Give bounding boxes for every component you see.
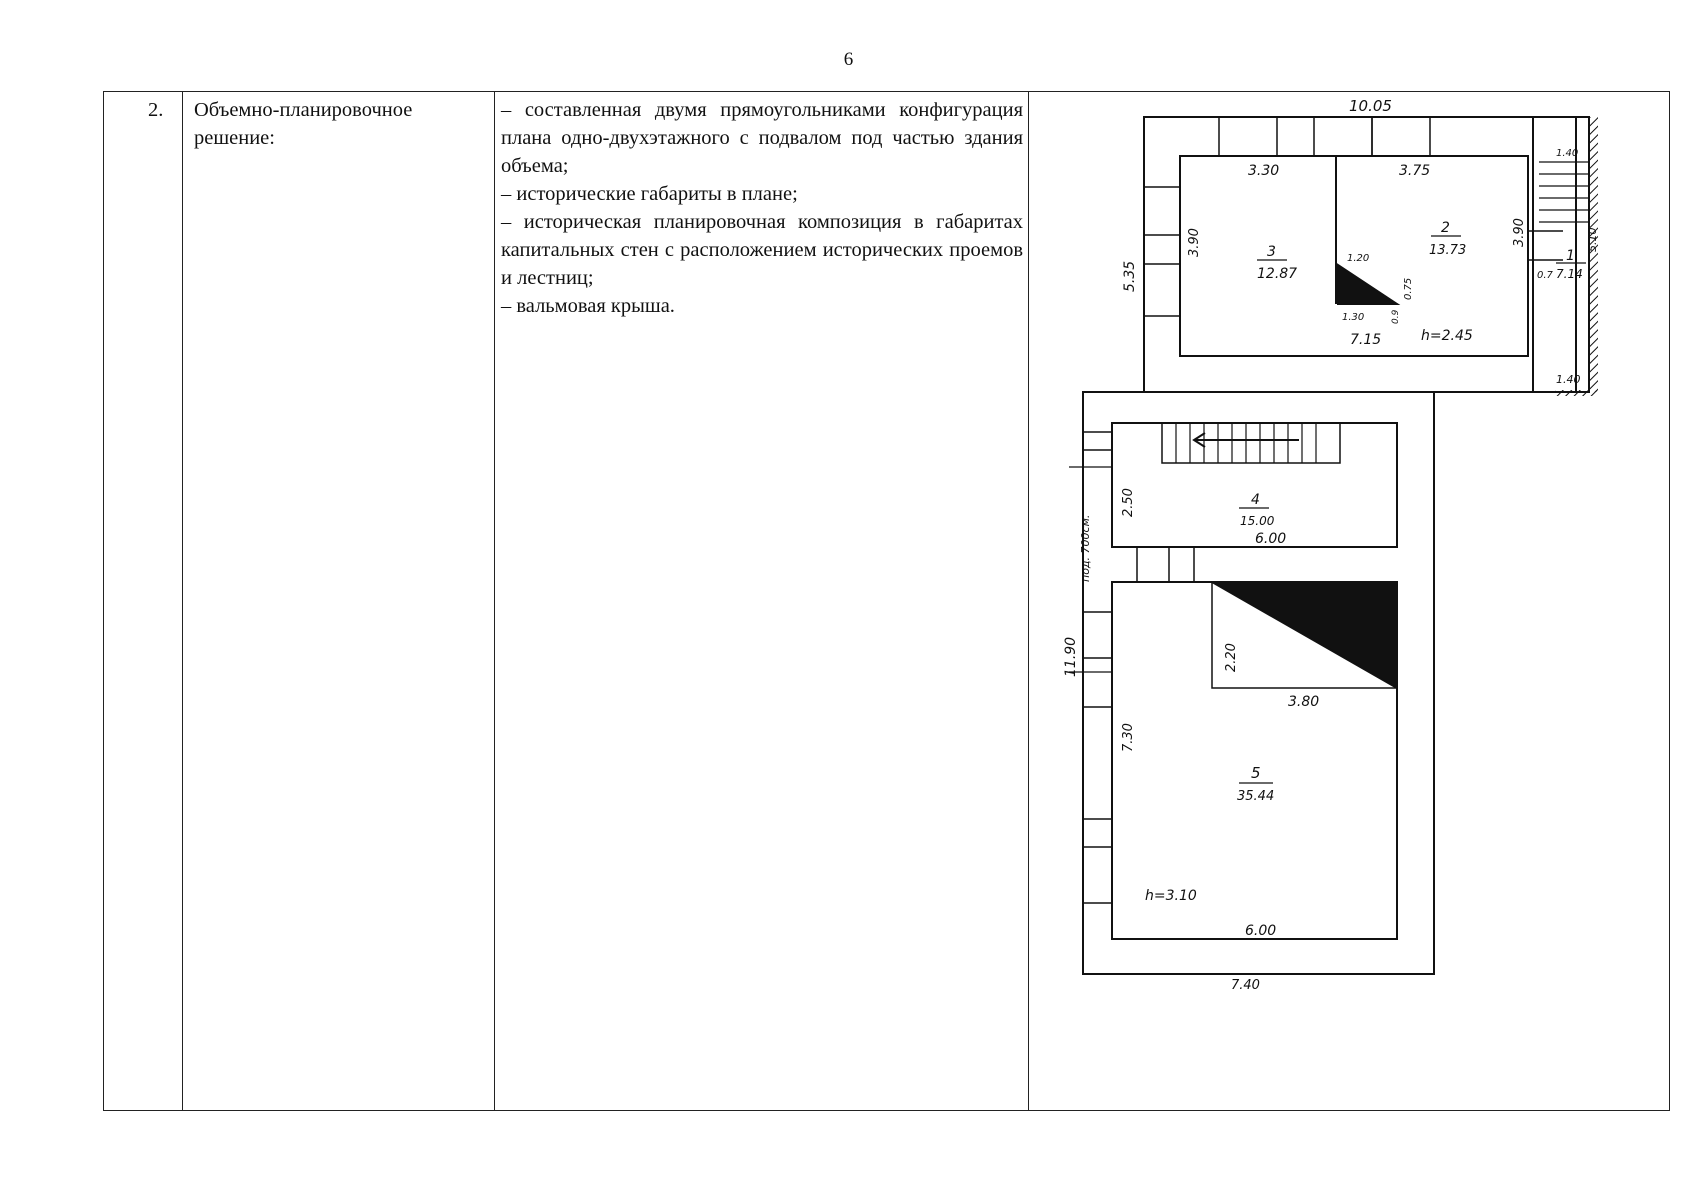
room-1-number: 1: [1566, 248, 1575, 264]
niche-height: 0.75: [1403, 278, 1414, 300]
hatch-right: [1589, 117, 1598, 392]
column-divider: [494, 92, 495, 1110]
floor-plan-cell: 10.05 3.30 3.75 5.35 3.90 3.90 5.10 3 12…: [1029, 92, 1669, 1110]
window: [1143, 263, 1181, 317]
window: [1082, 611, 1113, 659]
page-number: 6: [843, 49, 854, 70]
inner-left-height: 3.90: [1187, 228, 1202, 257]
stair-bottom-dim: 1.40: [1556, 373, 1581, 386]
room-5-height: 7.30: [1121, 723, 1136, 752]
description-item: – составленная двумя прямоугольниками ко…: [501, 99, 1023, 177]
room-5-area: 35.44: [1237, 789, 1274, 804]
stair-flight: [1161, 422, 1341, 464]
room-3-area: 12.87: [1257, 266, 1297, 282]
lower-overall-width: 7.40: [1231, 978, 1260, 993]
niche-bottom: 1.30: [1342, 312, 1364, 323]
window: [1218, 116, 1278, 157]
column-divider: [1028, 92, 1029, 1110]
room-4-area: 15.00: [1240, 514, 1275, 528]
upper-block: 10.05 3.30 3.75 5.35 3.90 3.90 5.10 3 12…: [1122, 97, 1599, 396]
niche-width: 1.20: [1347, 253, 1369, 264]
row-number: 2.: [148, 99, 164, 121]
niche-width-lower: 3.80: [1288, 694, 1319, 710]
window: [1371, 116, 1431, 157]
niche-fill-lower: [1208, 581, 1398, 690]
window: [1143, 186, 1181, 236]
lower-block: 2.50 4 15.00 6.00 под. 700см. 11.90 2.20…: [1063, 391, 1435, 993]
description-item: – историческая планировочная композиция …: [501, 211, 1023, 289]
stair-treads-lower: [1175, 423, 1317, 463]
stair-top-dim: 1.40: [1556, 148, 1578, 159]
window: [1082, 431, 1113, 451]
lower-overall-height: 11.90: [1063, 637, 1079, 677]
room-4-number: 4: [1251, 492, 1260, 508]
window: [1082, 846, 1113, 904]
room-3-width: 3.30: [1248, 163, 1279, 179]
window: [1313, 116, 1373, 157]
description-item: – вальмовая крыша.: [501, 295, 675, 317]
room-4-height: 2.50: [1121, 488, 1136, 517]
upper-right-height: 5.10: [1586, 228, 1599, 253]
niche-height-lower: 2.20: [1224, 643, 1239, 672]
room-2-number: 2: [1441, 220, 1450, 236]
column-divider: [182, 92, 183, 1110]
requirements-table: 2. Объемно-планировочное решение: – сост…: [103, 91, 1670, 1111]
floor-plan-drawing: 10.05 3.30 3.75 5.35 3.90 3.90 5.10 3 12…: [1063, 97, 1599, 993]
room-5-number: 5: [1251, 764, 1261, 782]
niche-small: 0.9: [1391, 309, 1401, 324]
room-2-area: 13.73: [1429, 243, 1466, 258]
window: [1082, 706, 1113, 820]
upper-inner-bottom: 7.15: [1350, 332, 1381, 348]
description-list: – составленная двумя прямоугольниками ко…: [501, 96, 1023, 320]
side-note: под. 700см.: [1079, 515, 1092, 582]
door-gap: 0.7: [1537, 270, 1554, 281]
upper-ceiling-height: h=2.45: [1421, 328, 1473, 344]
room-1-area: 7.14: [1556, 267, 1583, 281]
upper-left-height: 5.35: [1122, 261, 1138, 292]
hatch-bottom: [1555, 390, 1597, 396]
lower-outer-wall: [1082, 391, 1435, 975]
section-title: Объемно-планировочное решение:: [194, 99, 413, 149]
room-3-number: 3: [1267, 244, 1276, 260]
stair-treads: [1539, 161, 1589, 223]
upper-overall-width: 10.05: [1349, 97, 1392, 115]
inner-right-height: 3.90: [1512, 218, 1527, 247]
room-4-width: 6.00: [1255, 531, 1286, 547]
room-5-width: 6.00: [1245, 923, 1276, 939]
room-2-width: 3.75: [1399, 163, 1430, 179]
description-item: – исторические габариты в плане;: [501, 183, 798, 205]
lower-ceiling-height: h=3.10: [1145, 888, 1197, 904]
room-4-walls: [1111, 422, 1398, 548]
